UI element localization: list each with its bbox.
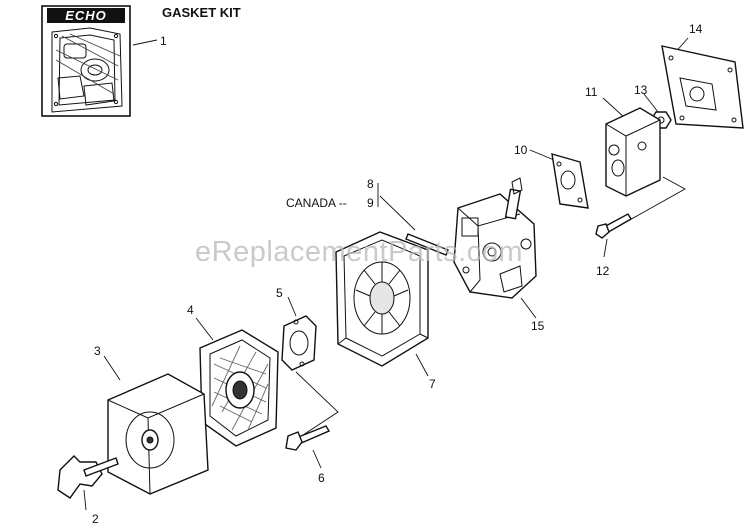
callout-6: 6 (318, 471, 325, 485)
canada-label: CANADA -- (286, 197, 347, 209)
callout-14: 14 (689, 22, 703, 36)
callout-1: 1 (160, 34, 167, 48)
gasket-kit-title: GASKET KIT (162, 5, 241, 20)
callout-13: 13 (634, 83, 648, 97)
bolt-12 (595, 213, 632, 239)
callout-4: 4 (187, 303, 194, 317)
callout-8: 8 (367, 177, 374, 191)
leader-lines (83, 37, 689, 511)
watermark: eReplacementParts.com (195, 236, 524, 268)
callout-11: 11 (585, 85, 598, 99)
gasket-kit-illustration (51, 27, 123, 113)
air-cleaner-cover-3 (107, 373, 209, 495)
carburetor-15 (453, 177, 537, 299)
callout-2: 2 (92, 512, 99, 526)
callout-10: 10 (514, 143, 528, 157)
callout-12: 12 (596, 264, 610, 278)
canada-dash: -- (335, 196, 347, 210)
air-cleaner-case-7 (335, 231, 429, 367)
callout-3: 3 (94, 344, 101, 358)
gasket-kit-box: ECHO (41, 5, 131, 117)
callout-5: 5 (276, 286, 283, 300)
echo-logo (47, 8, 125, 23)
wing-nut-2 (57, 455, 119, 499)
gasket-10 (551, 153, 589, 209)
insulator-11 (605, 107, 661, 197)
echo-logo-text: ECHO (65, 8, 107, 23)
callout-7: 7 (429, 377, 436, 391)
callout-9: 9 (367, 196, 374, 210)
tube-8-9 (405, 233, 449, 256)
bolt-6 (285, 425, 331, 451)
gasket-14 (661, 45, 744, 129)
callout-15: 15 (531, 319, 545, 333)
canada-text: CANADA (286, 196, 336, 210)
gasket-plate-5 (281, 315, 317, 371)
air-filter-4 (199, 329, 279, 447)
